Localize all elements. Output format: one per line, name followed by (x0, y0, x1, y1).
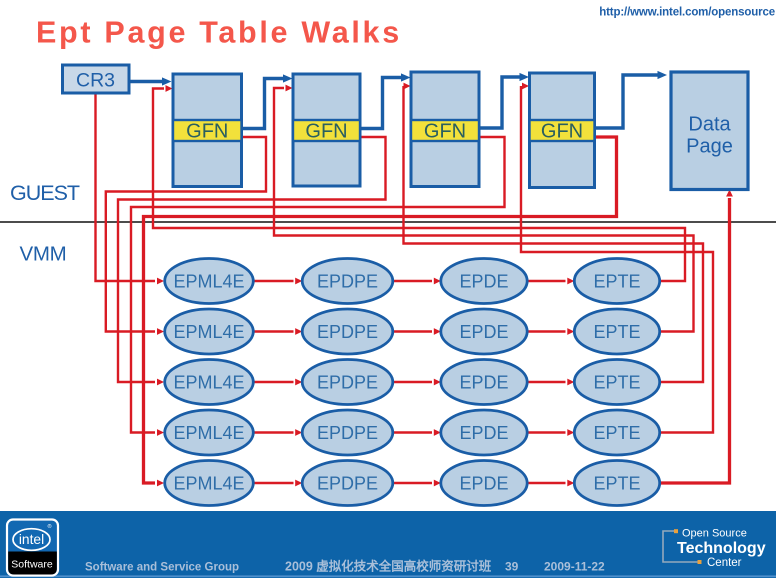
svg-text:GUEST: GUEST (10, 181, 80, 205)
svg-text:EPDPE: EPDPE (317, 322, 378, 342)
svg-text:Data: Data (688, 114, 731, 136)
svg-text:EPDPE: EPDPE (317, 373, 378, 393)
svg-text:2009 虚拟化技术全国高校师资研讨班: 2009 虚拟化技术全国高校师资研讨班 (285, 559, 492, 574)
svg-text:Open Source: Open Source (682, 528, 747, 540)
svg-text:EPTE: EPTE (593, 423, 640, 443)
svg-text:EPDE: EPDE (459, 474, 508, 494)
svg-text:EPML4E: EPML4E (173, 423, 244, 443)
svg-text:EPDE: EPDE (459, 373, 508, 393)
svg-text:Ept Page Table Walks: Ept Page Table Walks (36, 16, 402, 50)
svg-text:EPML4E: EPML4E (173, 373, 244, 393)
svg-text:EPTE: EPTE (593, 474, 640, 494)
svg-text:EPTE: EPTE (593, 322, 640, 342)
svg-text:EPTE: EPTE (593, 373, 640, 393)
svg-text:EPDE: EPDE (459, 272, 508, 292)
svg-text:Software: Software (11, 559, 53, 571)
svg-text:EPTE: EPTE (593, 272, 640, 292)
svg-text:Technology: Technology (677, 540, 766, 557)
svg-text:GFN: GFN (305, 121, 347, 143)
svg-text:2009-11-22: 2009-11-22 (544, 560, 605, 574)
svg-text:EPDPE: EPDPE (317, 474, 378, 494)
svg-text:Software and Service Group: Software and Service Group (85, 562, 239, 574)
svg-text:Center: Center (707, 557, 742, 569)
svg-text:®: ® (48, 523, 52, 530)
svg-text:http://www.intel.com/opensourc: http://www.intel.com/opensource (599, 7, 775, 19)
svg-text:39: 39 (505, 560, 519, 574)
svg-text:EPDE: EPDE (459, 322, 508, 342)
svg-text:Page: Page (686, 136, 733, 158)
svg-text:EPDPE: EPDPE (317, 272, 378, 292)
svg-text:GFN: GFN (541, 121, 583, 143)
svg-text:GFN: GFN (424, 121, 466, 143)
svg-text:EPDPE: EPDPE (317, 423, 378, 443)
svg-text:CR3: CR3 (76, 70, 115, 92)
svg-text:EPML4E: EPML4E (173, 272, 244, 292)
svg-text:EPML4E: EPML4E (173, 322, 244, 342)
svg-text:intel: intel (19, 532, 44, 547)
svg-text:EPML4E: EPML4E (173, 474, 244, 494)
svg-text:VMM: VMM (20, 243, 67, 266)
svg-text:GFN: GFN (186, 121, 228, 143)
svg-text:EPDE: EPDE (459, 423, 508, 443)
